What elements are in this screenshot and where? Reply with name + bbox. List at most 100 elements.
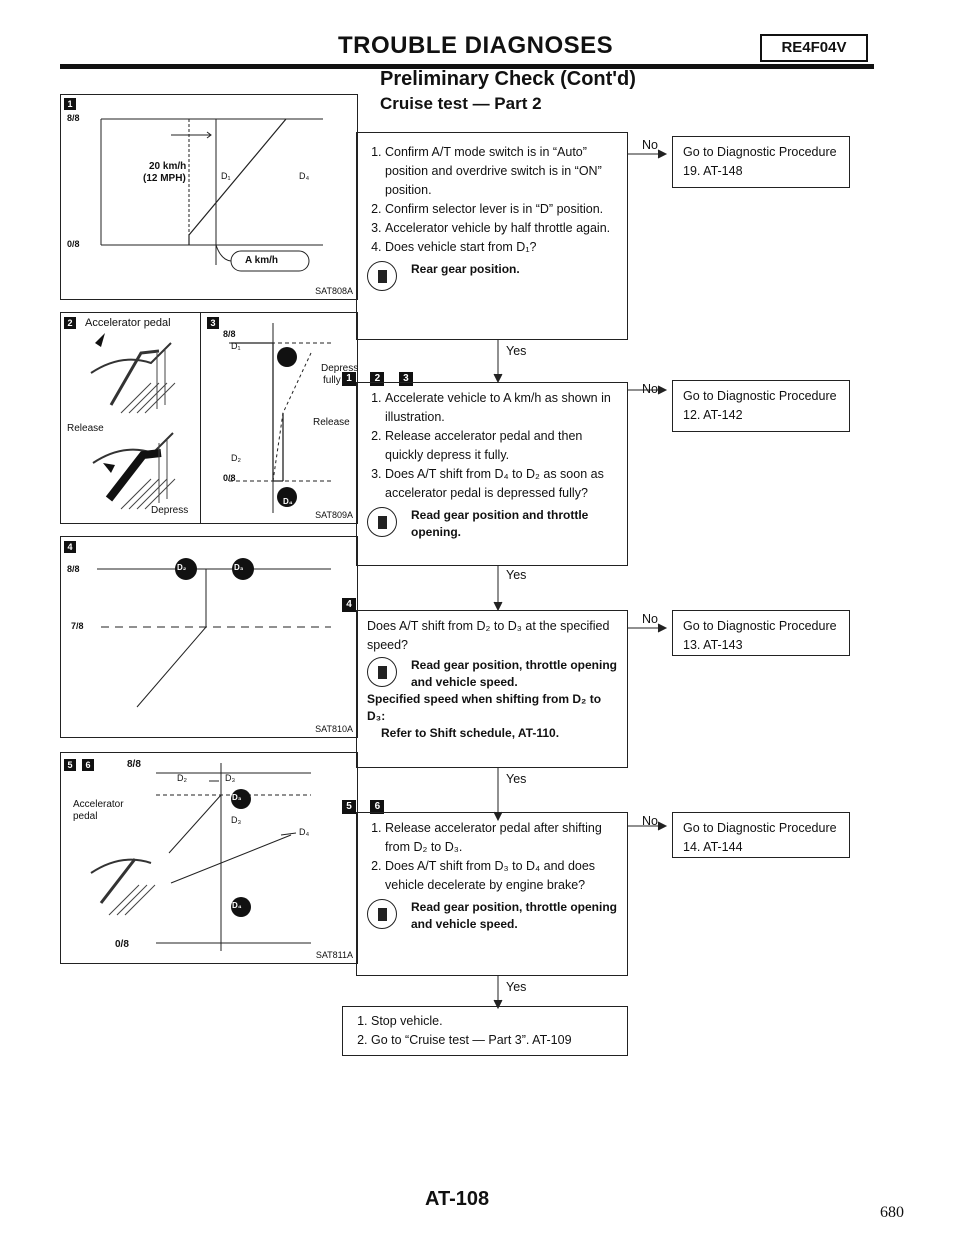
step-2-box: Accelerate vehicle to A km/h as shown in… (356, 382, 628, 566)
step-1-no-text: Go to Diagnostic Procedure 19. AT-148 (683, 145, 837, 178)
consult-meter-icon (367, 261, 397, 291)
fig1-speed-mph: (12 MPH) (143, 173, 186, 184)
fig5-code: SAT811A (315, 950, 353, 960)
step-1-item: Confirm selector lever is in “D” positio… (385, 200, 617, 219)
step-5-item: Go to “Cruise test — Part 3”. AT-109 (371, 1031, 617, 1050)
fig4-gear-2: D₂ (177, 563, 187, 572)
fig1-speed: 20 km/h (149, 161, 187, 172)
fig2-depress: Depress (151, 505, 189, 516)
step-3-note-text: Read gear position, throttle opening and… (411, 658, 618, 689)
figure-5-6-graph (90, 763, 311, 951)
fig3-depress: Depress (321, 363, 359, 374)
yes-label: Yes (506, 344, 527, 358)
fig5-y-bottom: 0/8 (115, 939, 129, 950)
step-4-badge: 5 (342, 800, 356, 814)
fig3-code: SAT809A (315, 510, 353, 520)
step-4-box: Release accelerator pedal after shifting… (356, 812, 628, 976)
yes-label: Yes (506, 980, 527, 994)
fig3-release: Release (313, 417, 350, 428)
step-2-no-text: Go to Diagnostic Procedure 12. AT-142 (683, 389, 837, 422)
step-3-ref: Refer to Shift schedule, AT-110. (381, 726, 560, 740)
step-4-note: Read gear position, throttle opening and… (367, 899, 617, 933)
no-label: No (642, 814, 658, 828)
figure-4-panel: 4 8/8 7/8 D₂ D₃ SAT810A (60, 536, 358, 738)
fig1-code: SAT808A (315, 286, 353, 296)
fig3-gear-4: D₄ (283, 497, 293, 506)
step-2-item: Does A/T shift from D₄ to D₂ as soon as … (385, 465, 617, 503)
figure-2-3-panel: 2 Accelerator pedal Release Depress 3 D₂… (60, 312, 358, 524)
step-1-item: Accelerator vehicle by half throttle aga… (385, 219, 617, 238)
fig5-circle-3: D₃ (232, 793, 242, 802)
fig4-code: SAT810A (315, 724, 353, 734)
step-2-badge: 1 (342, 372, 356, 386)
fig1-y-top: 8/8 (67, 113, 80, 123)
consult-meter-icon (367, 657, 397, 687)
fig2-label: Accelerator pedal (85, 317, 171, 329)
step-5-box: Stop vehicle. Go to “Cruise test — Part … (342, 1006, 628, 1056)
fig5-label-pedal: pedal (73, 811, 98, 822)
step-1-note: Rear gear position. (367, 261, 617, 291)
step-5-item: Stop vehicle. (371, 1012, 617, 1031)
no-label: No (642, 612, 658, 626)
consult-meter-icon (367, 507, 397, 537)
figure-divider (200, 313, 201, 523)
page-number: 680 (880, 1204, 904, 1221)
step-4-no-text: Go to Diagnostic Procedure 14. AT-144 (683, 821, 837, 854)
fig5-gear-3b: D₃ (231, 815, 242, 825)
page-code: AT-108 (425, 1188, 490, 1210)
fig3-y-top: 8/8 (223, 329, 236, 339)
fig4-y-mid: 7/8 (71, 621, 84, 631)
figure-4-graph (97, 558, 331, 708)
step-2-item: Release accelerator pedal and then quick… (385, 427, 617, 465)
no-label: No (642, 382, 658, 396)
step-3-no-text: Go to Diagnostic Procedure 13. AT-143 (683, 619, 837, 652)
step-3-badges: 4 (342, 594, 366, 612)
step-2-item: Accelerate vehicle to A km/h as shown in… (385, 389, 617, 427)
fig5-circle-4: D₄ (232, 901, 242, 910)
step-4-note-text: Read gear position, throttle opening and… (411, 900, 618, 931)
section-heading: Cruise test — Part 2 (380, 94, 542, 113)
fig1-gear-4: D₄ (299, 171, 310, 181)
figure-3-graph (229, 323, 331, 513)
figure-1-graph (100, 118, 323, 272)
fig4-y-top: 8/8 (67, 564, 80, 574)
figure-4-badge: 4 (64, 541, 76, 553)
page-title: TROUBLE DIAGNOSES (338, 32, 614, 59)
fig5-gear-3: D₃ (225, 773, 236, 783)
fig5-gear-2: D₂ (177, 773, 187, 783)
step-3-no-box: Go to Diagnostic Procedure 13. AT-143 (672, 610, 850, 656)
fig1-a-kmh: A km/h (245, 255, 278, 266)
step-4-no-box: Go to Diagnostic Procedure 14. AT-144 (672, 812, 850, 858)
yes-label: Yes (506, 772, 527, 786)
yes-label: Yes (506, 568, 527, 582)
step-2-no-box: Go to Diagnostic Procedure 12. AT-142 (672, 380, 850, 432)
fig4-gear-3: D₃ (234, 563, 244, 572)
step-4-item: Does A/T shift from D₃ to D₄ and does ve… (385, 857, 617, 895)
step-2-note-text: Read gear position and throttle opening. (411, 508, 589, 539)
step-1-note-text: Rear gear position. (411, 262, 520, 276)
fig1-y-bottom: 0/8 (67, 239, 80, 249)
step-1-box: Confirm A/T mode switch is in “Auto” pos… (356, 132, 628, 340)
fig1-gear-1: D₁ (221, 171, 231, 181)
step-3-text: Does A/T shift from D₂ to D₃ at the spec… (367, 619, 610, 652)
fig5-label-accelerator: Accelerator (73, 799, 124, 810)
figure-5-badge: 5 (64, 759, 76, 771)
figure-3-badge: 3 (207, 317, 219, 329)
step-1-item: Does vehicle start from D₁? (385, 238, 617, 257)
figure-1-badge: 1 (64, 98, 76, 110)
step-2-note: Read gear position and throttle opening. (367, 507, 617, 541)
fig5-gear-4: D₄ (299, 827, 310, 837)
fig3-gear-1: D₁ (231, 341, 241, 351)
step-3-note: Read gear position, throttle opening and… (367, 657, 617, 691)
consult-meter-icon (367, 899, 397, 929)
step-4-badges: 5 6 (342, 796, 394, 814)
step-4-badge: 6 (370, 800, 385, 814)
step-3-box: Does A/T shift from D₂ to D₃ at the spec… (356, 610, 628, 768)
fig2-release: Release (67, 423, 104, 434)
step-3-spec: Specified speed when shifting from D₂ to… (367, 692, 602, 723)
model-code-badge: RE4F04V (760, 34, 868, 62)
step-4-item: Release accelerator pedal after shifting… (385, 819, 617, 857)
fig3-y-bottom: 0/8 (223, 473, 236, 483)
figure-2-badge: 2 (64, 317, 76, 329)
header-rule (60, 64, 874, 69)
